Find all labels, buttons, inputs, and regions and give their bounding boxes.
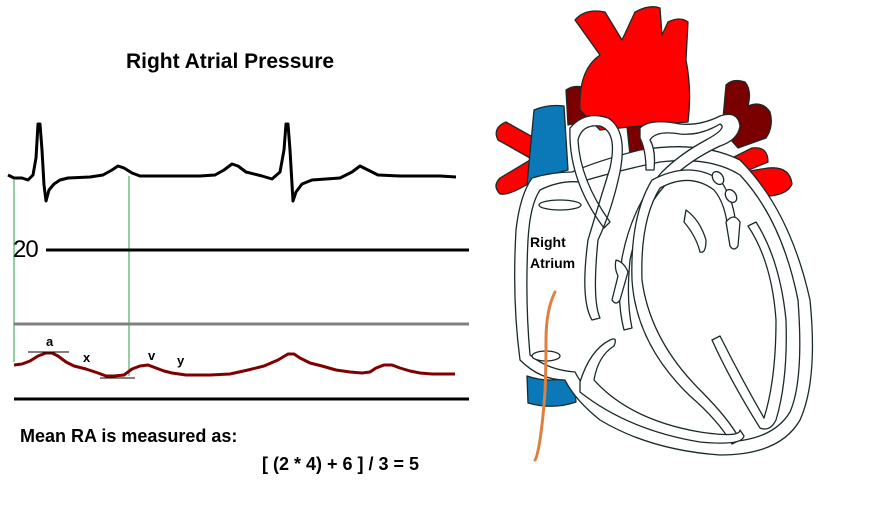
scale-label-20: 20 bbox=[13, 236, 39, 263]
mean-ra-caption: Mean RA is measured as: bbox=[20, 426, 238, 446]
aorta bbox=[574, 6, 691, 131]
ecg-trace bbox=[7, 122, 457, 203]
left-ventricle-wall bbox=[711, 221, 787, 430]
artery-left-upper bbox=[495, 121, 539, 159]
catheter bbox=[533, 290, 557, 462]
a-wave-label: a bbox=[46, 334, 54, 349]
papillary-muscle-2 bbox=[683, 209, 707, 253]
chart-title: Right Atrial Pressure bbox=[125, 50, 335, 73]
x-descent-label: x bbox=[83, 350, 91, 365]
right-atrium-label-line2: Atrium bbox=[530, 255, 576, 271]
right-atrium-label-line1: Right bbox=[530, 234, 566, 250]
artery-left-lower bbox=[495, 159, 535, 195]
papillary-muscle-3 bbox=[725, 216, 741, 250]
pulmonary-vein-ostium-1 bbox=[711, 170, 725, 186]
y-descent-label: y bbox=[177, 353, 185, 368]
pulmonary-vein-ostium-2 bbox=[724, 188, 738, 204]
mean-ra-formula: [ (2 * 4) + 6 ] / 3 = 5 bbox=[262, 454, 420, 474]
inferior-vena-cava bbox=[526, 375, 577, 407]
ra-pressure-trace bbox=[13, 351, 455, 378]
papillary-muscle-1 bbox=[611, 259, 629, 304]
ascending-aorta-wall bbox=[569, 114, 623, 321]
v-wave-label: v bbox=[148, 348, 156, 363]
right-ventricle-floor bbox=[579, 338, 745, 444]
valve-svc-oval bbox=[538, 199, 582, 211]
